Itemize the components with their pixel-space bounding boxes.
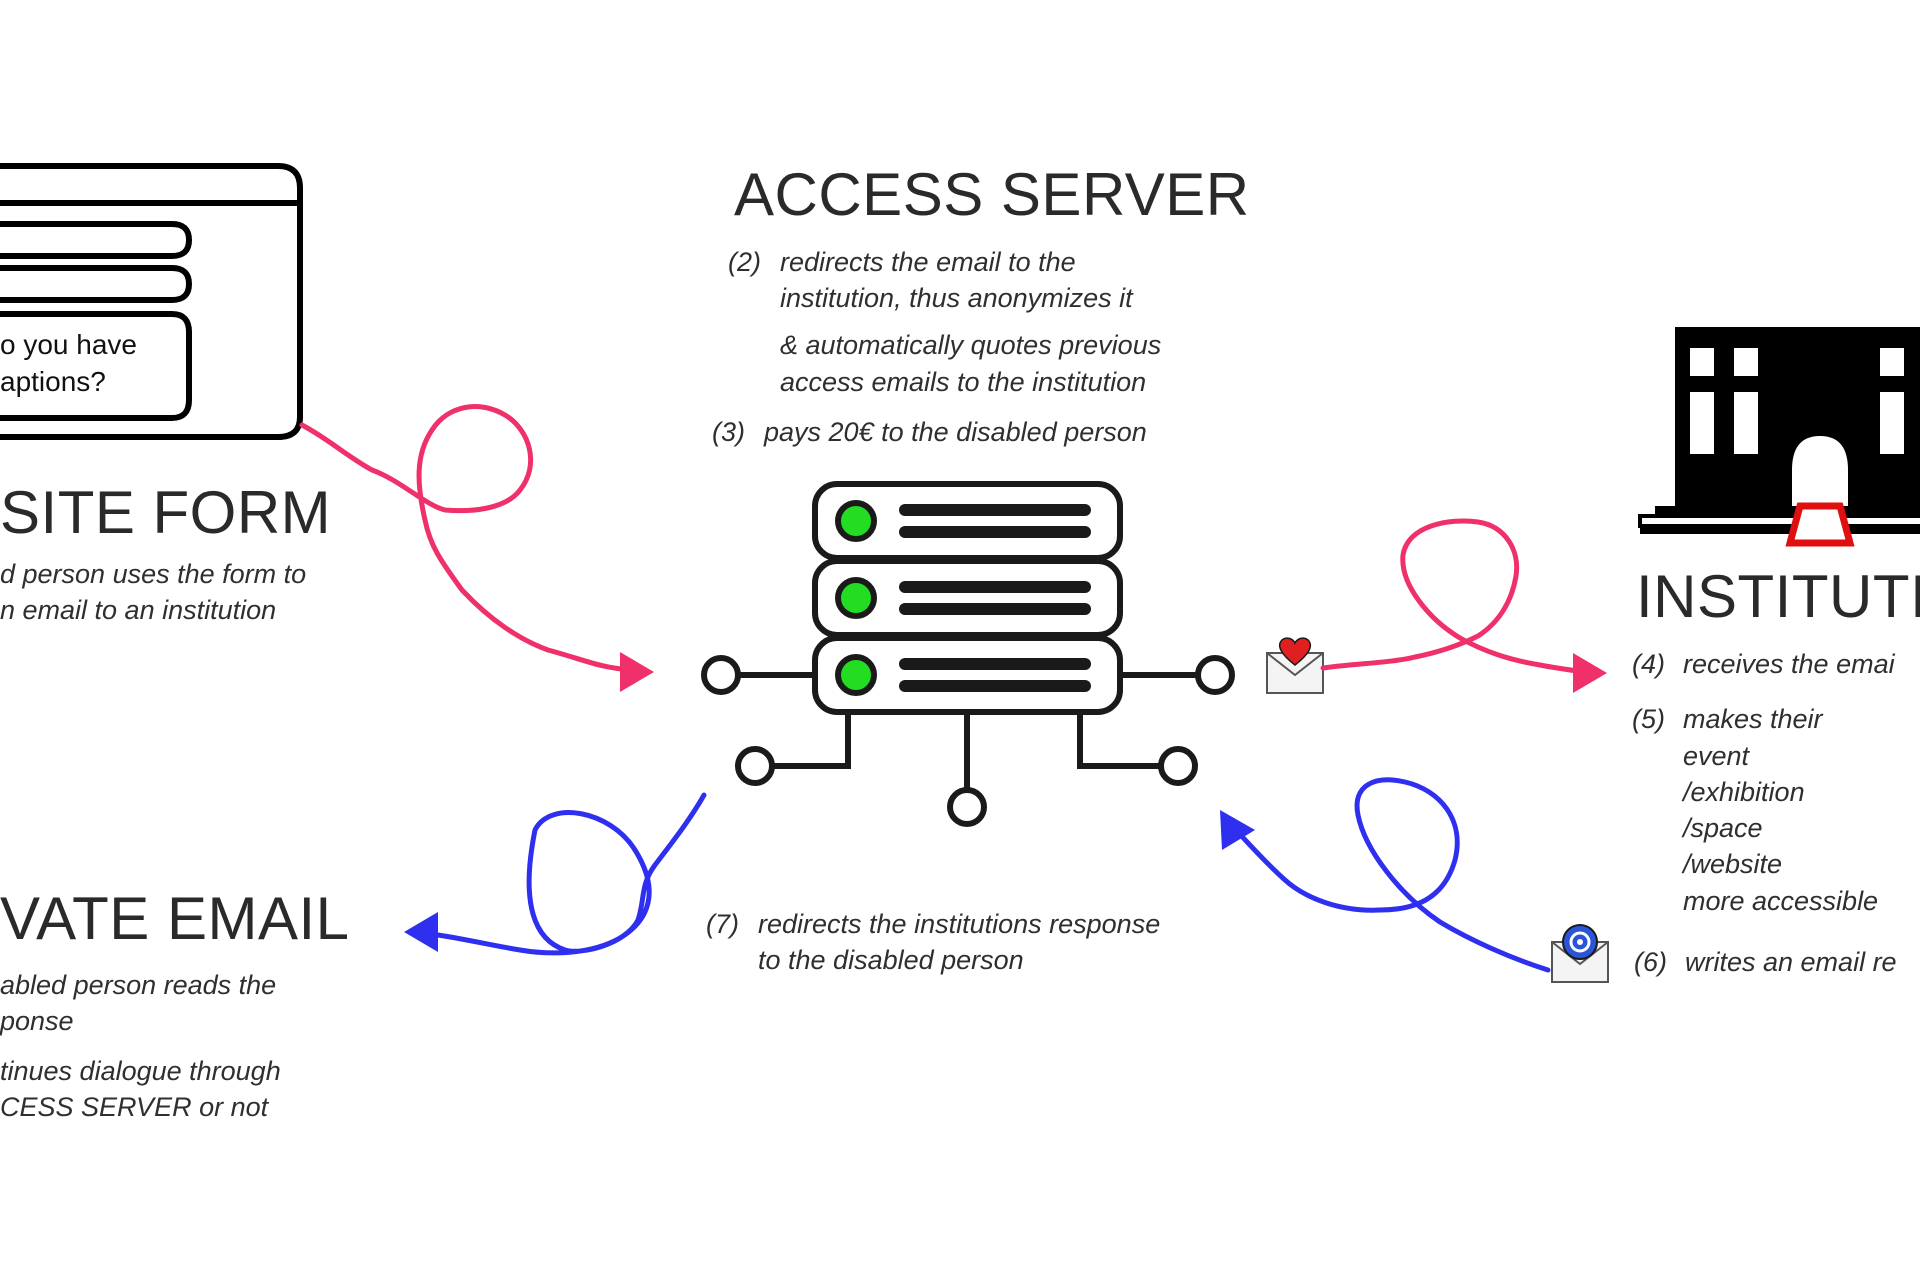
private-email-note-1: abled person reads the (0, 970, 277, 1000)
private-email-note-4: CESS SERVER or not (0, 1092, 269, 1122)
step-5-line-1: makes their (1683, 704, 1823, 734)
step-7-line-1: redirects the institutions response (758, 909, 1161, 939)
website-form-note-2: n email to an institution (0, 595, 277, 625)
response-arrow-server-to-private-email (404, 792, 707, 956)
private-email-title: VATE EMAIL (0, 885, 350, 952)
envelope-at-icon (1551, 924, 1609, 983)
private-email-note-3: tinues dialogue through (0, 1056, 281, 1086)
website-form-title: SITE FORM (0, 479, 332, 546)
step-2-line-2: institution, thus anonymizes it (780, 283, 1133, 313)
response-arrow-institution-to-server (1220, 777, 1551, 973)
step-5-line-3: /exhibition (1683, 777, 1805, 807)
step-2-line-4: access emails to the institution (780, 367, 1147, 397)
request-arrow-form-to-server (299, 404, 654, 692)
form-window-icon (0, 163, 303, 440)
step-4-text: receives the emai (1683, 649, 1895, 679)
step-6-number: (6) (1634, 947, 1667, 977)
step-5-number: (5) (1632, 704, 1665, 734)
website-form-note-1: d person uses the form to (0, 559, 307, 589)
step-4-number: (4) (1632, 649, 1665, 679)
step-2-line-3: & automatically quotes previous (780, 330, 1162, 360)
step-7-number: (7) (706, 909, 739, 939)
step-5-line-5: /website (1683, 849, 1783, 879)
server-status-leds (835, 500, 877, 696)
step-3-text: pays 20€ to the disabled person (764, 417, 1147, 447)
institution-door-ramp (1785, 502, 1855, 547)
step-3-number: (3) (712, 417, 745, 447)
server-icon (701, 481, 1235, 827)
step-5-line-2: event (1683, 741, 1750, 771)
form-question-line2: aptions? (0, 366, 106, 397)
access-server-title: ACCESS SERVER (734, 161, 1250, 228)
step-2-number: (2) (728, 247, 761, 277)
step-6-text: writes an email re (1685, 947, 1897, 977)
step-7-line-2: to the disabled person (758, 945, 1024, 975)
step-5-line-4: /space (1683, 813, 1763, 843)
private-email-note-2: ponse (0, 1006, 74, 1036)
envelope-heart-icon (1266, 637, 1324, 694)
institution-title: INSTITUTI (1636, 563, 1920, 630)
institution-building-icon (1638, 327, 1920, 547)
step-5-line-6: more accessible (1683, 886, 1879, 916)
form-question-line1: o you have (0, 329, 137, 360)
step-2-line-1: redirects the email to the (780, 247, 1076, 277)
request-arrow-server-to-institution (1320, 518, 1607, 693)
